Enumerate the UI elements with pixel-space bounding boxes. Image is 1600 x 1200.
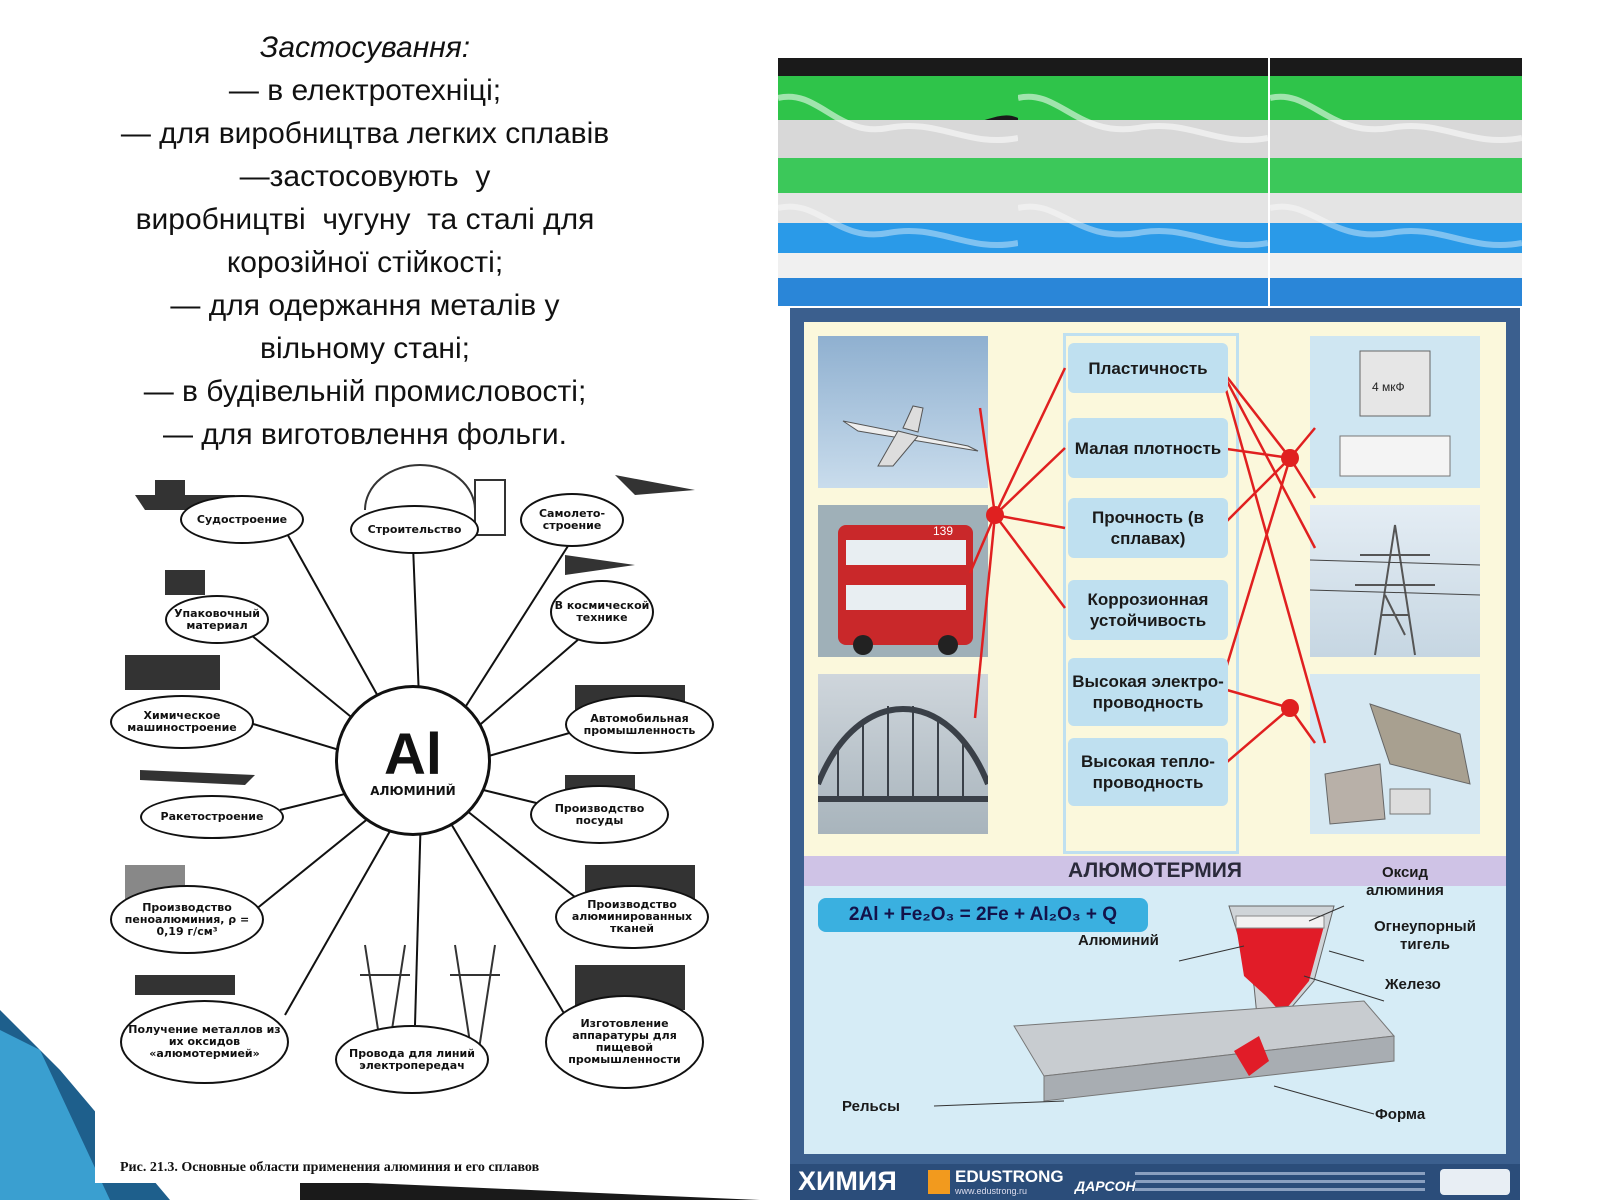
application-node: Строительство <box>350 505 479 554</box>
hub-dot <box>1281 449 1299 467</box>
school-logo-icon <box>1440 1169 1510 1195</box>
text-line: вільному стані; <box>260 332 470 365</box>
text-title: Застосування: <box>259 31 471 64</box>
airplane-icon <box>842 405 979 467</box>
bridge-photo <box>815 674 991 834</box>
property-box: Высокая электро-проводность <box>1068 658 1228 726</box>
application-node: Провода для линий электропередач <box>335 1025 489 1094</box>
center-node: Al АЛЮМИНИЙ <box>335 685 491 836</box>
label-iron: Железо <box>1385 976 1441 993</box>
text-line: — для виготовлення фольги. <box>162 418 568 451</box>
footer-publisher: EDUSTRONG <box>955 1167 1064 1186</box>
label-aluminum: Алюминий <box>1078 932 1159 949</box>
applications-text: Застосування: — в електротехніці; — для … <box>40 26 690 456</box>
text-line: —застосовують у <box>239 160 491 193</box>
application-node: Автомобильная промышленность <box>565 695 714 754</box>
hub-dot <box>1281 699 1299 717</box>
application-node: Производство пеноалюминия, ρ = 0,19 г/см… <box>110 885 264 954</box>
poster-footer: ХИМИЯ EDUSTRONG www.edustrong.ru ДАРСОН <box>790 1164 1520 1200</box>
center-name: АЛЮМИНИЙ <box>370 783 456 798</box>
property-box: Пластичность <box>1068 343 1228 393</box>
property-box: Прочность (в сплавах) <box>1068 498 1228 558</box>
property-box: Малая плотность <box>1068 418 1228 478</box>
capacitor-icon: 4 мкФ <box>1339 350 1451 477</box>
pylon-icon <box>1309 524 1481 656</box>
roof-sheet-image <box>1270 58 1522 306</box>
capacitor-photo: 4 мкФ <box>1310 336 1480 488</box>
text-line: — для виробництва легких сплавів <box>120 117 610 150</box>
application-node: Получение металлов из их оксидов «алюмот… <box>120 1000 289 1084</box>
application-node: Производство посуды <box>530 785 669 844</box>
application-node: Химическое машиностроение <box>110 695 254 749</box>
label-oxide: Оксид алюминия <box>1366 864 1444 899</box>
publisher-logo-icon <box>928 1170 950 1194</box>
center-symbol: Al <box>384 721 442 787</box>
text-line: виробництві чугуну та сталі для <box>135 203 595 236</box>
footer-fineprint-line <box>1135 1188 1425 1191</box>
capacitor-label: 4 мкФ <box>1372 380 1405 394</box>
bus-number: 139 <box>933 524 953 538</box>
application-node: Изготовление аппаратуры для пищевой пром… <box>545 995 704 1089</box>
airplane-photo <box>818 336 988 488</box>
power-line-photo <box>1309 505 1481 657</box>
bus-photo: 139 <box>818 505 988 657</box>
property-box: Коррозионная устойчивость <box>1068 580 1228 640</box>
application-node: В космической технике <box>550 580 654 644</box>
application-node: Ракетостроение <box>140 795 284 839</box>
property-arrows <box>968 367 1327 769</box>
foil-icon <box>1324 703 1471 825</box>
roof-sheet-image <box>1018 58 1268 306</box>
text-line: корозійної стійкості; <box>226 246 504 279</box>
diagram-caption: Рис. 21.3. Основные области применения а… <box>120 1160 540 1175</box>
bridge-icon <box>815 706 991 802</box>
hub-dot <box>986 506 1004 524</box>
label-rails: Рельсы <box>842 1098 900 1115</box>
footer-fineprint-line <box>1135 1172 1425 1175</box>
roof-sheet-graphic <box>778 58 1018 306</box>
roof-sheet-graphic <box>1018 58 1268 306</box>
aluminum-applications-diagram: Al АЛЮМИНИЙ Судостроение Строительство С… <box>95 455 750 1183</box>
foil-photo <box>1310 674 1480 834</box>
label-crucible: Огнеупорный тигель <box>1374 918 1476 953</box>
footer-fineprint-line <box>1135 1180 1425 1183</box>
aluminothermy-illustration <box>933 905 1395 1115</box>
chemistry-poster: 139 4 мкФ <box>790 308 1520 1200</box>
application-node: Самолето-строение <box>520 493 624 547</box>
text-line: — в електротехніці; <box>228 74 502 107</box>
text-line: — в будівельній промисловості; <box>143 375 587 408</box>
roof-sheet-image <box>778 58 1018 306</box>
footer-site: www.edustrong.ru <box>955 1186 1028 1196</box>
section-title: АЛЮМОТЕРМИЯ <box>804 856 1506 886</box>
property-box: Высокая тепло-проводность <box>1068 738 1228 806</box>
application-node: Упаковочный материал <box>165 595 269 644</box>
application-node: Судостроение <box>180 495 304 544</box>
text-line: — для одержання металів у <box>170 289 560 322</box>
bus-icon: 139 <box>838 524 973 655</box>
label-form: Форма <box>1375 1106 1426 1123</box>
application-node: Производство алюминированных тканей <box>555 885 709 949</box>
footer-brand: ХИМИЯ <box>798 1166 897 1196</box>
reaction-equation: 2Al + Fe₂O₃ = 2Fe + Al₂O₃ + Q <box>818 898 1148 932</box>
footer-logo: ДАРСОН <box>1075 1178 1136 1194</box>
roof-sheet-graphic <box>1270 58 1522 306</box>
